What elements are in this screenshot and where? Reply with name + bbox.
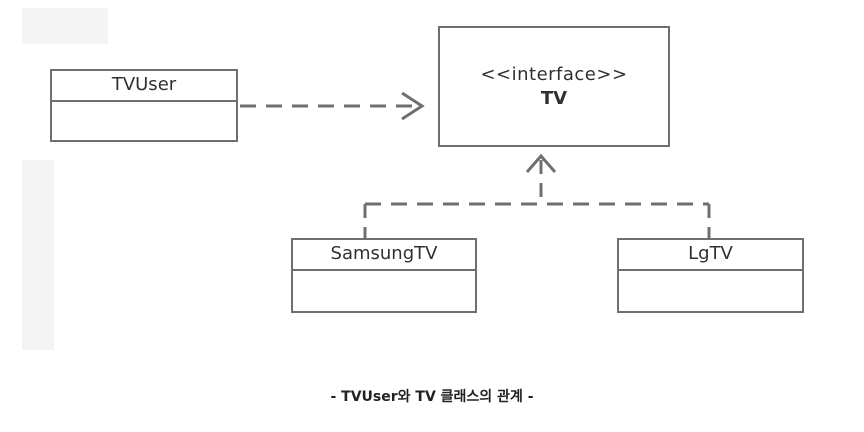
class-tvuser-name: TVUser	[52, 71, 236, 102]
class-tvuser: TVUser	[50, 69, 238, 142]
class-lgtv-name: LgTV	[619, 240, 802, 271]
class-samsungtv-body	[293, 271, 475, 311]
figure-caption: - TVUser와 TV 클래스의 관계 -	[330, 389, 534, 405]
class-lgtv-body	[619, 271, 802, 311]
class-samsungtv-name: SamsungTV	[293, 240, 475, 271]
background-artifact	[22, 8, 108, 44]
interface-stereotype: <<interface>>	[480, 63, 628, 85]
interface-tv-name: TV	[540, 87, 568, 109]
interface-tv: <<interface>> TV	[438, 26, 670, 147]
class-tvuser-body	[52, 102, 236, 140]
class-samsungtv: SamsungTV	[291, 238, 477, 313]
dependency-arrowhead	[401, 91, 425, 121]
realization-arrowhead	[525, 153, 557, 173]
background-artifact	[22, 160, 54, 350]
class-lgtv: LgTV	[617, 238, 804, 313]
